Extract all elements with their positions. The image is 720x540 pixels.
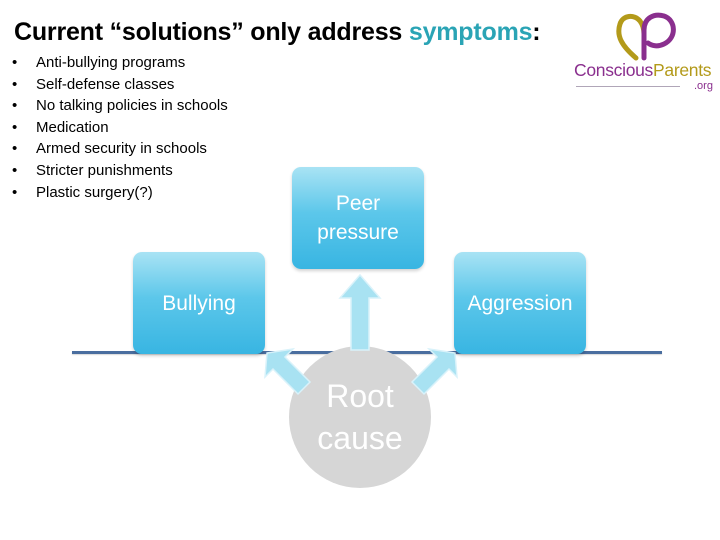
list-item: • Anti-bullying programs <box>12 52 228 74</box>
bullet-marker: • <box>12 118 18 136</box>
bullet-marker: • <box>12 54 18 71</box>
logo-divider <box>576 86 680 87</box>
root-cause-circle: Root cause <box>289 346 431 488</box>
root-cause-label-line1: Root <box>326 378 394 414</box>
solutions-list: • Anti-bullying programs • Self-defense cl… <box>12 52 228 203</box>
arrow-up <box>338 273 382 351</box>
list-item: • Stricter punishments <box>12 160 228 182</box>
list-item: • No talking policies in schools <box>12 95 228 117</box>
arrow-up-left <box>264 347 312 396</box>
logo-text-parents: Parents <box>653 60 712 80</box>
title-prefix: Current “solutions” only address <box>14 18 409 46</box>
arrow-up-right <box>410 347 458 396</box>
list-item: • Plastic surgery(?) <box>12 182 228 204</box>
heart-logo-icon <box>616 12 676 61</box>
list-item-text: Plastic surgery(?) <box>36 183 153 201</box>
bullet-marker: • <box>12 161 18 179</box>
bullet-marker: • <box>12 140 18 158</box>
peer-pressure-line2: pressure <box>317 221 399 244</box>
list-item-text: Stricter punishments <box>36 161 173 179</box>
slide-title: Current “solutions” only address symptom… <box>14 18 541 47</box>
list-item-text: Anti-bullying programs <box>36 54 186 71</box>
list-item: • Medication <box>12 117 228 139</box>
bullet-marker: • <box>12 97 18 115</box>
title-highlight: symptoms <box>408 18 533 46</box>
symptom-label-peer-pressure: Peer pressure <box>317 189 399 247</box>
root-cause-label-line2: cause <box>317 420 403 456</box>
list-item-text: Medication <box>36 118 109 136</box>
symptom-box-peer-pressure: Peer pressure <box>292 167 424 269</box>
logo-org-suffix: .org <box>694 80 713 92</box>
list-item: • Armed security in schools <box>12 138 228 160</box>
list-item-text: Armed security in schools <box>36 140 207 158</box>
bullet-marker: • <box>12 75 18 93</box>
symptom-label-aggression: Aggression <box>467 291 573 315</box>
list-item: • Self-defense classes <box>12 74 228 96</box>
symptom-box-bullying: Bullying <box>133 252 265 354</box>
peer-pressure-line1: Peer <box>335 192 381 215</box>
symptom-box-aggression: Aggression <box>454 252 586 354</box>
list-item-text: No talking policies in schools <box>36 97 228 115</box>
symptom-label-bullying: Bullying <box>162 291 236 315</box>
bullet-marker: • <box>12 183 18 201</box>
list-item-text: Self-defense classes <box>36 75 175 93</box>
title-suffix: : <box>532 18 541 46</box>
logo-text-conscious: Conscious <box>574 60 654 80</box>
conscious-parents-logo: ConsciousParents .org <box>574 10 720 92</box>
logo-wordmark: ConsciousParents <box>574 60 712 81</box>
